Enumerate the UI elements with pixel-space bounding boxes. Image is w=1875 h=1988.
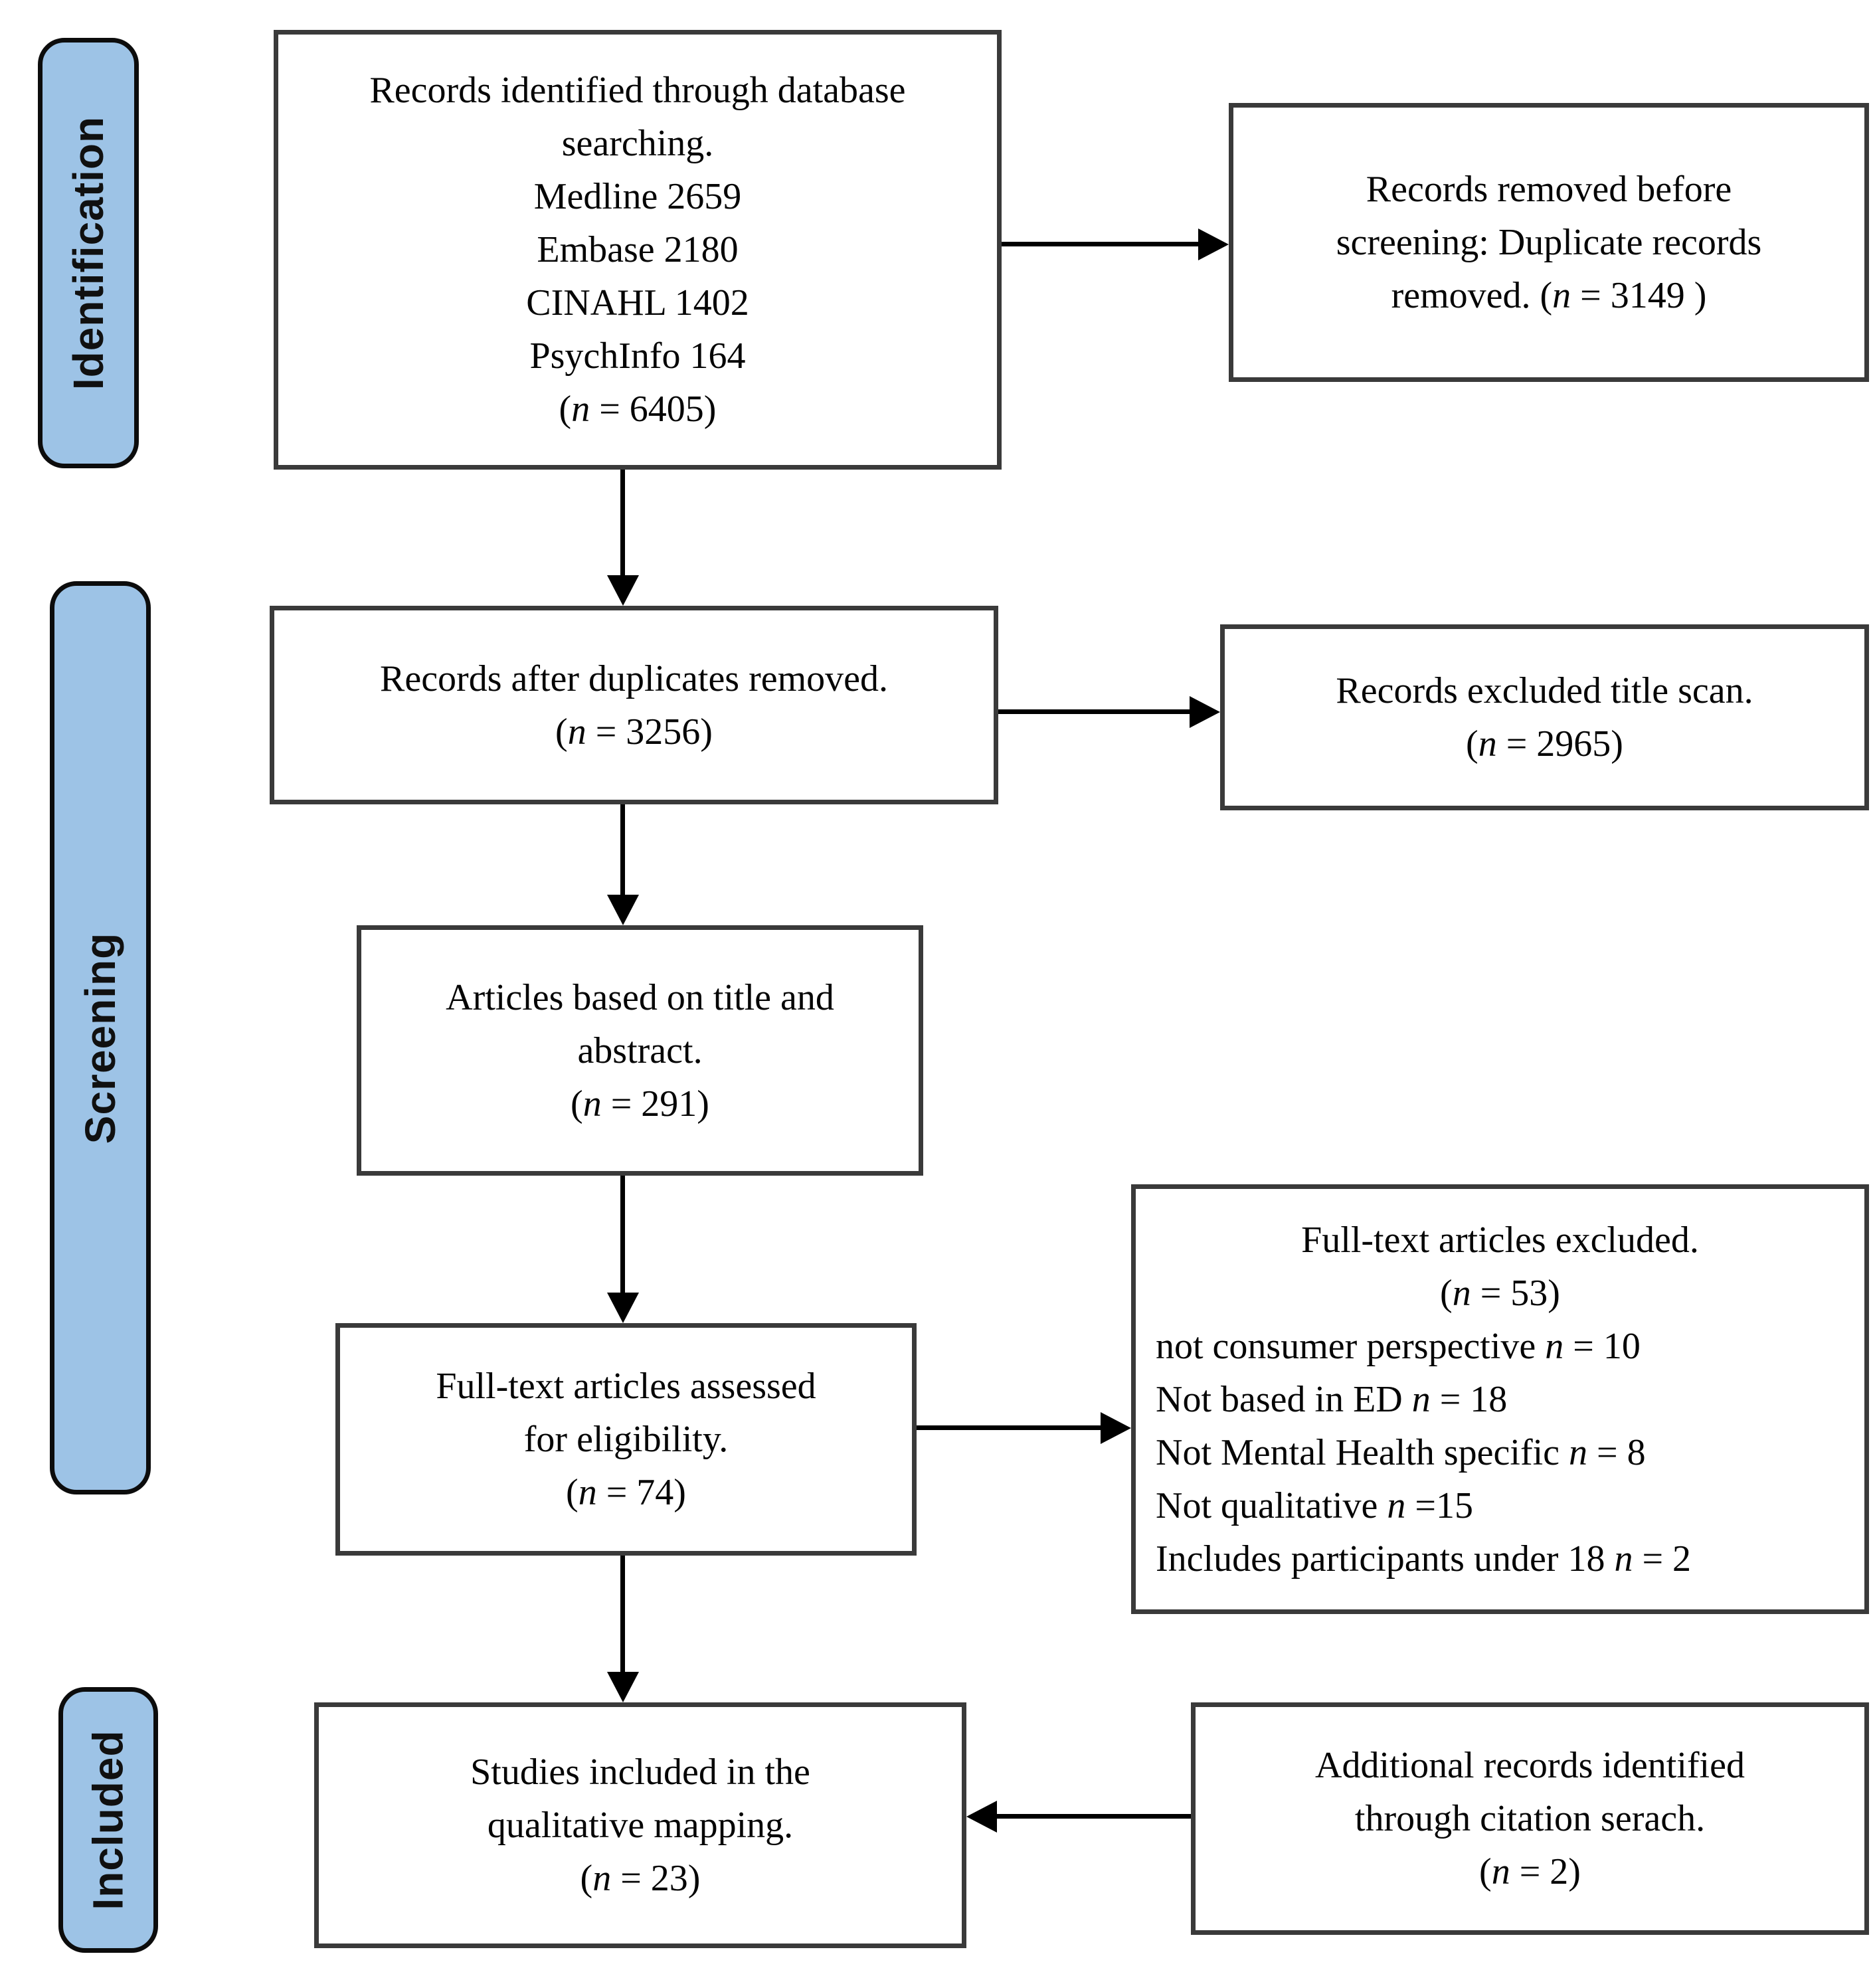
arrow-citation-to-included-line [996,1814,1191,1819]
arrow-afterdup-to-abstract-line [620,804,625,897]
box-studies-included: Studies included in the qualitative mapp… [314,1702,966,1948]
box-text-line: PsychInfo 164 [529,335,746,377]
box-text-line: (n = 74) [566,1472,686,1513]
arrow-fulltext-to-excluded-line [917,1425,1103,1430]
box-text-line: Medline 2659 [533,176,742,217]
box-text-line: screening: Duplicate records [1336,222,1762,263]
box-fulltext-excluded: Full-text articles excluded. (n = 53) no… [1131,1184,1869,1614]
box-text-line: Records after duplicates removed. [379,658,889,699]
box-records-identified: Records identified through database sear… [274,30,1002,470]
box-text-line: Full-text articles excluded. [1301,1219,1699,1261]
box-text-line: (n = 291) [571,1083,709,1125]
box-text-line: abstract. [577,1030,703,1071]
box-text-line: Embase 2180 [537,229,739,270]
arrow-right-icon [1198,228,1229,260]
arrow-fulltext-to-included-line [620,1556,625,1674]
box-text-line: (n = 2) [1479,1851,1581,1892]
arrow-left-icon [966,1801,997,1833]
box-text-line: (n = 23) [580,1858,701,1899]
box-articles-title-abstract: Articles based on title and abstract. (n… [357,925,923,1176]
box-text-line: Records identified through database [369,70,906,111]
box-text-line: Studies included in the [470,1752,810,1793]
exclusion-reason: not consumer perspective n = 10 [1156,1325,1641,1367]
box-records-removed-before-screening: Records removed before screening: Duplic… [1229,103,1869,382]
stage-label-identification: Identification [38,38,139,468]
arrow-abstract-to-fulltext-line [620,1176,625,1295]
box-text-line: qualitative mapping. [487,1805,794,1846]
box-text-line: (n = 53) [1440,1272,1560,1314]
stage-label-screening-text: Screening [76,932,124,1144]
stage-label-included-text: Included [84,1730,132,1910]
arrow-down-icon [607,1672,639,1702]
box-text-line: removed. (n = 3149 ) [1391,275,1707,316]
box-citation-search: Additional records identified through ci… [1191,1702,1869,1935]
exclusion-reason: Not based in ED n = 18 [1156,1378,1508,1420]
exclusion-reason: Includes participants under 18 n = 2 [1156,1538,1692,1580]
stage-label-included: Included [58,1687,158,1953]
box-text-line: through citation serach. [1354,1798,1706,1839]
box-text-line: Additional records identified [1315,1745,1745,1786]
box-text-line: Full-text articles assessed [436,1366,816,1407]
box-text-line: (n = 3256) [555,711,713,753]
arrow-right-icon [1190,696,1220,728]
box-text-line: (n = 6405) [559,389,717,430]
arrow-identified-to-removed-line [1002,242,1201,246]
box-records-excluded-title-scan: Records excluded title scan. (n = 2965) [1220,624,1869,810]
exclusion-reason: Not qualitative n =15 [1156,1485,1473,1526]
box-fulltext-assessed: Full-text articles assessed for eligibil… [335,1323,917,1556]
box-text-line: for eligibility. [523,1419,729,1460]
box-text-line: Records removed before [1366,169,1732,210]
stage-label-identification-text: Identification [64,116,112,391]
stage-label-screening: Screening [50,581,151,1494]
box-text-line: searching. [561,123,714,164]
box-text-line: (n = 2965) [1466,723,1623,765]
arrow-right-icon [1101,1412,1131,1444]
box-text-line: CINAHL 1402 [526,282,749,323]
arrow-identified-to-afterdup-line [620,470,625,579]
exclusion-reason: Not Mental Health specific n = 8 [1156,1431,1646,1473]
arrow-down-icon [607,895,639,925]
box-text-line: Articles based on title and [446,976,834,1018]
box-text-line: Records excluded title scan. [1336,670,1753,711]
arrow-afterdup-to-titlescan-line [998,709,1191,714]
arrow-down-icon [607,575,639,606]
box-records-after-duplicates: Records after duplicates removed. (n = 3… [270,606,998,804]
arrow-down-icon [607,1293,639,1323]
